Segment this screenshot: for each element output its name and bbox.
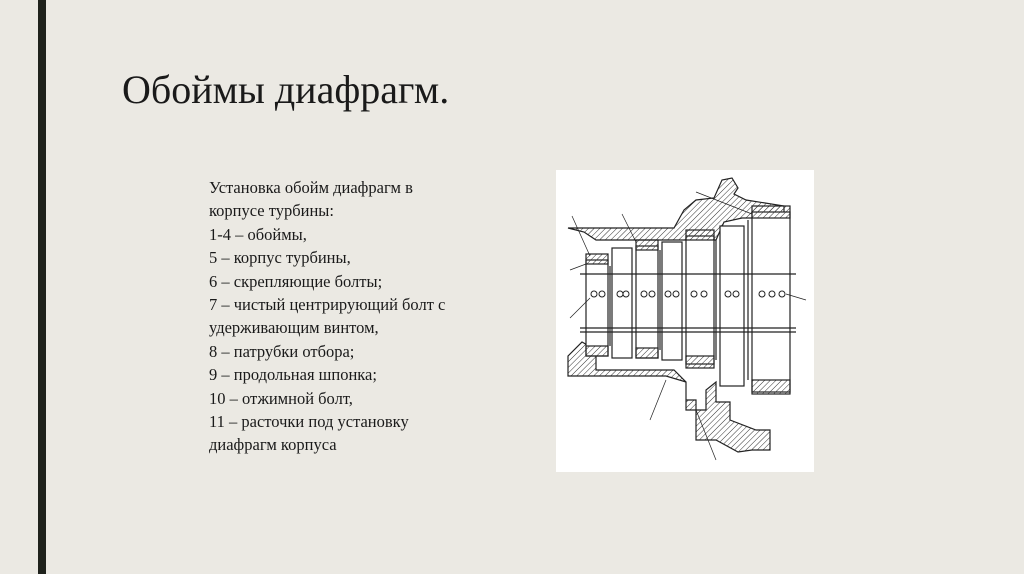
caption-line: корпусе турбины: <box>209 201 334 221</box>
caption-line: 7 – чистый центрирующий болт с <box>209 295 446 315</box>
caption-line: Установка обойм диафрагм в <box>209 178 413 197</box>
caption-line: 10 – отжимной болт, <box>209 388 353 408</box>
slide-title: Обоймы диафрагм. <box>122 67 450 112</box>
caption-line: диафрагм корпуса <box>209 435 337 455</box>
caption-line: 5 – корпус турбины, <box>209 248 351 268</box>
accent-bar <box>38 0 46 574</box>
caption-line: 9 – продольная шпонка; <box>209 365 377 385</box>
caption-line: 1-4 – обоймы, <box>209 224 307 244</box>
figure-caption: Установка обойм диафрагм в корпусе турби… <box>209 176 445 457</box>
caption-line: 8 – патрубки отбора; <box>209 341 355 361</box>
caption-line: 6 – скрепляющие болты; <box>209 271 383 291</box>
turbine-diagram-image <box>556 170 814 472</box>
caption-line: удерживающим винтом, <box>209 318 379 338</box>
turbine-cross-section-drawing <box>567 177 807 461</box>
caption-line: 11 – расточки под установку <box>209 412 409 432</box>
